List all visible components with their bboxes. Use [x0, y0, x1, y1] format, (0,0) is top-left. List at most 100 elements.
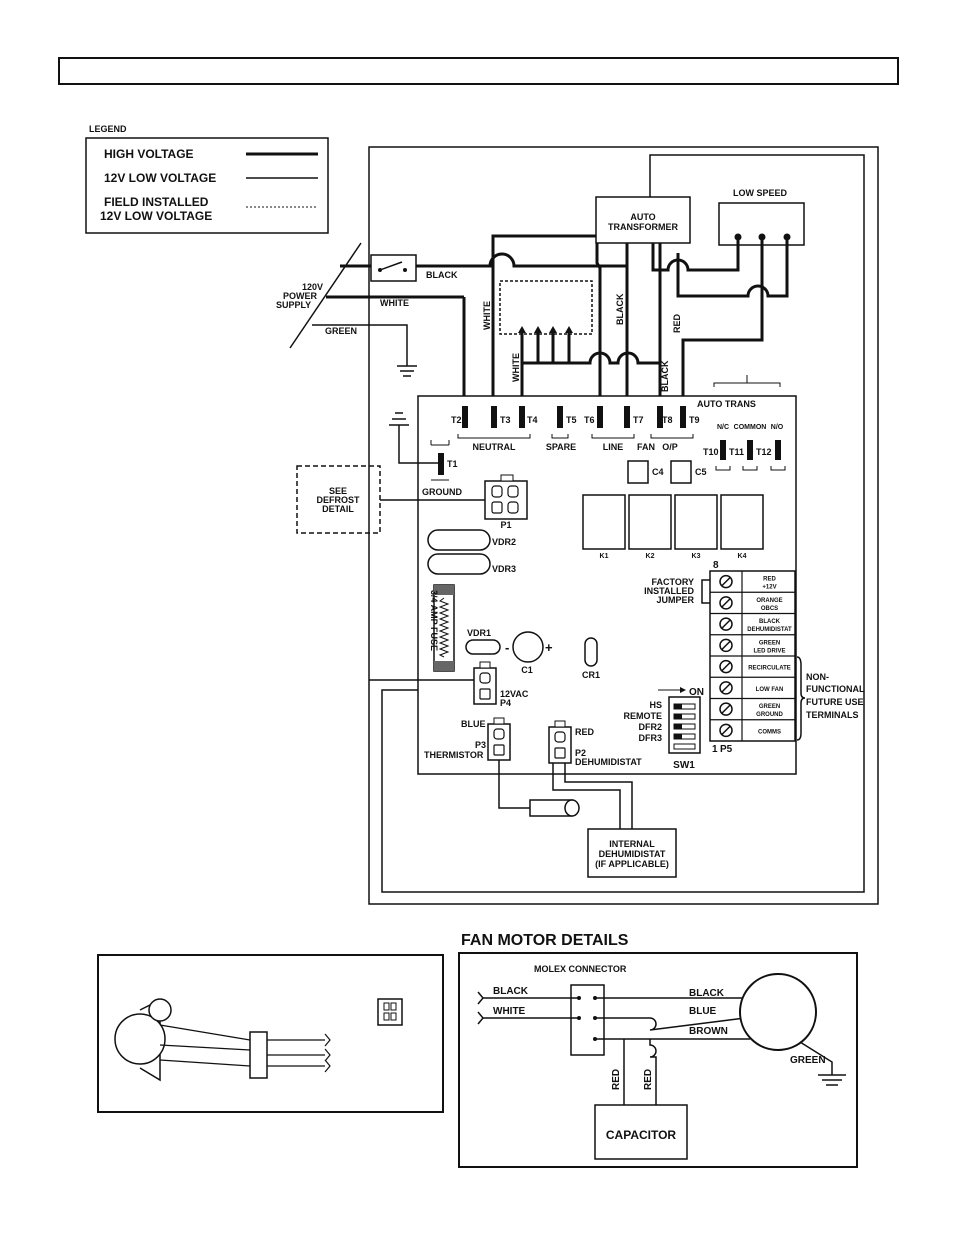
switch-sw1: ON HS REMOTE DFR2 DFR3 SW1: [623, 687, 704, 771]
wire-t8-black: [595, 243, 602, 410]
c5-label: C5: [695, 467, 707, 477]
c1-label: C1: [521, 665, 533, 675]
wire-t1-ground: [398, 425, 441, 464]
auto-trans-label: AUTO TRANS: [697, 399, 756, 409]
power-supply-label-2: POWER: [283, 291, 318, 301]
fan-brown-out-label: BROWN: [689, 1026, 728, 1037]
field-installed-box: [499, 280, 593, 335]
legend-box: [85, 137, 329, 234]
capacitor-box: [594, 1104, 688, 1160]
neutral-label: NEUTRAL: [473, 442, 516, 452]
svg-text:P2: P2: [575, 748, 586, 758]
p5-terminal-label: ORANGE: [756, 598, 782, 604]
fan-red-label-2: RED: [643, 1069, 654, 1090]
p5-terminal-label: LED DRIVE: [753, 648, 785, 654]
t10-bracket: [715, 466, 786, 471]
p5-top-label: 8: [713, 560, 719, 571]
neutral-bracket: [457, 434, 531, 439]
fan-blue-out-label: BLUE: [689, 1006, 717, 1017]
capacitor-label: CAPACITOR: [606, 1128, 677, 1142]
svg-text:T6: T6: [584, 415, 595, 425]
p5-terminal-label: BLACK: [759, 619, 781, 625]
green-wire-label: GREEN: [325, 326, 357, 336]
relay-k3: K3: [674, 494, 718, 560]
ground-symbol-t1: [389, 412, 409, 426]
connector-p4: 12VAC P4: [473, 661, 529, 708]
nonfunctional-bracket: [796, 656, 806, 741]
sw1-label-dfr2: DFR2: [638, 722, 662, 732]
fan-green-wire: [799, 1041, 833, 1075]
black-vertical-label-2: BLACK: [660, 360, 670, 392]
p5-bottom-label: 1: [712, 744, 718, 755]
sw1-label-dfr3: DFR3: [638, 733, 662, 743]
p5-terminal-label: GROUND: [756, 712, 783, 718]
legend-title: LEGEND: [89, 124, 127, 134]
outer-loop-frame: [368, 146, 879, 905]
fan-green-label: GREEN: [790, 1055, 826, 1066]
power-supply: 120V POWER SUPPLY BLACK WHITE GREEN: [276, 242, 627, 410]
jumper-label-3: JUMPER: [656, 595, 694, 605]
white-wire-label: WHITE: [380, 298, 409, 308]
black-wire-label: BLACK: [426, 270, 458, 280]
svg-text:T11: T11: [729, 447, 744, 457]
fan-black-in-label: BLACK: [493, 986, 529, 997]
fan-red-label-1: RED: [611, 1069, 622, 1090]
p5-terminal-label: GREEN: [759, 640, 780, 646]
svg-text:THERMISTOR: THERMISTOR: [424, 750, 484, 760]
legend-high-voltage: HIGH VOLTAGE: [104, 147, 194, 161]
power-supply-label-1: 120V: [302, 282, 323, 292]
defrost-line-2: DEFROST: [316, 495, 360, 505]
relay-k4: K4: [720, 494, 764, 560]
white-vertical-label-2: WHITE: [511, 353, 521, 382]
molex-connector: [570, 984, 605, 1056]
c4-label: C4: [652, 467, 664, 477]
legend-field-installed-2: 12V LOW VOLTAGE: [100, 209, 212, 223]
spare-label: SPARE: [546, 442, 576, 452]
p5-terminal-block: 8 1 P5 RED+12VORANGEOBCSBLACKDEHUMIDISTA…: [709, 560, 796, 755]
relay-k2: K2: [628, 494, 672, 560]
internal-dehum-line-1: INTERNAL: [609, 839, 655, 849]
terminal-t8: T8: [657, 406, 673, 428]
p5-screw-slot: [721, 683, 731, 693]
c1-minus: -: [505, 640, 509, 655]
white-vertical-label: WHITE: [482, 301, 492, 330]
vdr3-label: VDR3: [492, 564, 516, 574]
cr1-label: CR1: [582, 670, 600, 680]
ground-label: GROUND: [422, 487, 462, 497]
vdr3: [427, 553, 491, 575]
factory-jumper: [701, 579, 714, 604]
nonfunctional-3: FUTURE USE: [806, 697, 864, 707]
wire-thermistor: [498, 760, 530, 809]
svg-text:K2: K2: [646, 553, 655, 560]
svg-text:DEHUMIDISTAT: DEHUMIDISTAT: [575, 757, 642, 767]
auto-transformer: AUTO TRANSFORMER: [595, 196, 691, 244]
nonfunctional-1: NON-: [806, 672, 829, 682]
svg-text:K1: K1: [600, 553, 609, 560]
terminal-t4: T4: [519, 406, 538, 428]
switch-blade: [379, 261, 403, 271]
p5-terminal-label: OBCS: [761, 606, 778, 612]
fan-label: FAN: [637, 442, 655, 452]
no-label: N/O: [771, 424, 784, 431]
svg-text:T12: T12: [756, 447, 772, 457]
ground-symbol: [397, 365, 417, 377]
molex-plug-icon: [377, 998, 403, 1026]
svg-text:K3: K3: [692, 553, 701, 560]
nonfunctional-4: TERMINALS: [806, 710, 859, 720]
svg-text:P3: P3: [475, 740, 486, 750]
sw1-label: SW1: [673, 760, 695, 771]
line-label: LINE: [603, 442, 624, 452]
svg-text:T7: T7: [633, 415, 644, 425]
auto-trans-bracket: [713, 375, 781, 387]
fan-black-in-wire: [477, 991, 579, 1005]
red-vertical-label: RED: [672, 313, 682, 333]
defrost-line-1: SEE: [329, 486, 347, 496]
p5-terminal-label: RECIRCULATE: [748, 666, 791, 672]
svg-text:T8: T8: [662, 415, 673, 425]
header-bar: [58, 57, 899, 85]
molex-label: MOLEX CONNECTOR: [534, 964, 627, 974]
capacitor-c1: [512, 631, 544, 663]
nc-label: N/C: [717, 424, 729, 431]
terminal-t7: T7: [624, 406, 644, 428]
p5-screw-slot: [721, 598, 731, 608]
